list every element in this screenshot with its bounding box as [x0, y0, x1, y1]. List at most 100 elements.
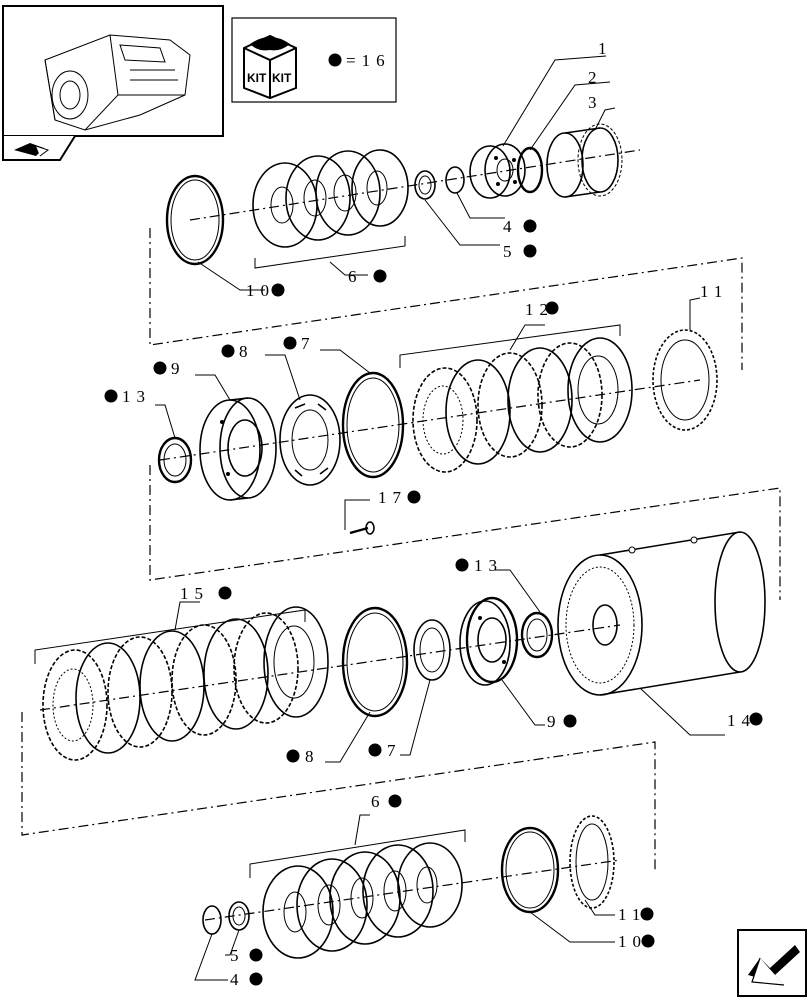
arrow-down-left-icon [748, 945, 800, 986]
part-ring-4-top[interactable] [445, 166, 465, 194]
label-14: 14 [727, 711, 763, 730]
svg-text:10: 10 [618, 932, 647, 951]
row2-leaders [155, 297, 701, 530]
part-gear-disc-11-bottom[interactable] [569, 815, 615, 909]
kit-dot-icon [221, 344, 235, 358]
kit-word-left: KIT [247, 71, 267, 85]
part-ring-13-mid[interactable] [157, 436, 193, 484]
kit-dot-icon [523, 244, 537, 258]
kit-dot-icon [153, 361, 167, 375]
kit-dot-icon [407, 490, 421, 504]
kit-dot-icon [640, 907, 654, 921]
svg-text:8: 8 [305, 747, 320, 766]
part-plate-7-bottom[interactable] [413, 619, 451, 681]
kit-legend-text: =16 [346, 51, 391, 70]
svg-text:3: 3 [588, 93, 603, 112]
label-3: 3 [588, 93, 603, 112]
part-ring-2[interactable] [516, 146, 544, 194]
kit-dot-icon [563, 714, 577, 728]
svg-text:14: 14 [727, 711, 756, 730]
part-piston-9-mid[interactable] [199, 397, 277, 501]
kit-dot-icon [218, 586, 232, 600]
part-hub-1[interactable] [469, 143, 526, 199]
label-2: 2 [588, 68, 603, 87]
svg-text:13: 13 [122, 387, 151, 406]
svg-text:9: 9 [547, 712, 562, 731]
svg-text:7: 7 [387, 741, 402, 760]
part-piston-9-bottom[interactable] [459, 596, 519, 686]
label-11-mid: 11 [700, 282, 728, 301]
svg-text:11: 11 [700, 282, 728, 301]
svg-text:15: 15 [180, 584, 209, 603]
row4-leaders [194, 814, 615, 981]
kit-legend: KIT KIT =16 [231, 17, 397, 103]
next-page-button[interactable] [737, 929, 807, 997]
transmission-housing-icon [44, 34, 191, 131]
svg-text:11: 11 [618, 905, 646, 924]
part-bolt-17[interactable] [349, 521, 375, 535]
label-15: 15 [180, 584, 232, 603]
dash-connectors [21, 228, 781, 870]
label-9-mid: 9 [153, 359, 186, 378]
part-drum-14[interactable] [557, 531, 766, 696]
kit-dot-icon [545, 301, 559, 315]
kit-dot-icon [249, 948, 263, 962]
svg-text:5: 5 [230, 946, 245, 965]
kit-dot-icon [388, 794, 402, 808]
label-7-bottom: 7 [368, 741, 402, 760]
label-4-bottom: 4 [230, 970, 263, 989]
part-ring-8-bottom[interactable] [341, 606, 409, 718]
part-snap-ring-10-top[interactable] [165, 174, 225, 266]
svg-text:12: 12 [525, 300, 554, 319]
kit-dot-icon [455, 558, 469, 572]
svg-text:5: 5 [503, 242, 518, 261]
kit-dot-icon [328, 53, 342, 67]
svg-text:17: 17 [378, 488, 407, 507]
svg-text:1: 1 [598, 39, 613, 58]
kit-dot-icon [286, 749, 300, 763]
kit-dot-icon [283, 336, 297, 350]
kit-dot-icon [641, 934, 655, 948]
part-springs-6-bottom[interactable] [262, 842, 463, 959]
part-ring-5-top[interactable] [414, 170, 436, 200]
part-ring-7-mid[interactable] [341, 371, 405, 479]
svg-text:6: 6 [371, 792, 386, 811]
label-10-top: 10 [246, 281, 285, 300]
label-9-bottom: 9 [547, 712, 577, 731]
part-clutch-pack-12[interactable] [412, 337, 633, 473]
label-6-top: 6 [348, 267, 387, 286]
kit-dot-icon [271, 283, 285, 297]
row1-leaders [197, 55, 616, 291]
svg-text:10: 10 [246, 281, 275, 300]
part-clutch-pack-15[interactable] [42, 606, 329, 761]
row3-leaders [34, 569, 725, 763]
thumbnail-panel[interactable] [2, 5, 224, 161]
label-8-mid: 8 [221, 342, 248, 361]
svg-text:4: 4 [503, 217, 518, 236]
label-1: 1 [598, 39, 613, 58]
part-gear-3[interactable] [546, 123, 623, 198]
label-4-top: 4 [503, 217, 537, 236]
svg-text:4: 4 [230, 970, 245, 989]
kit-dot-icon [523, 219, 537, 233]
kit-box-icon: KIT KIT [243, 34, 297, 100]
part-ring-13-bottom[interactable] [520, 611, 554, 659]
part-plate-8-mid[interactable] [279, 394, 341, 486]
svg-text:2: 2 [588, 68, 603, 87]
axis-lines [39, 149, 701, 921]
label-13-mid: 13 [104, 387, 151, 406]
kit-dot-icon [104, 389, 118, 403]
kit-dot-icon [368, 743, 382, 757]
svg-text:9: 9 [171, 359, 186, 378]
kit-dot-icon [373, 269, 387, 283]
view-arrow-icon [14, 143, 50, 157]
label-10-bottom: 10 [618, 932, 655, 951]
label-11-bottom: 11 [618, 905, 654, 924]
svg-text:7: 7 [301, 334, 316, 353]
part-gear-disc-11-mid[interactable] [652, 329, 718, 431]
label-5-top: 5 [503, 242, 537, 261]
part-springs-6-top[interactable] [252, 149, 409, 248]
label-7-mid: 7 [283, 334, 316, 353]
kit-dot-icon [749, 712, 763, 726]
label-13-bottom: 13 [455, 556, 497, 575]
